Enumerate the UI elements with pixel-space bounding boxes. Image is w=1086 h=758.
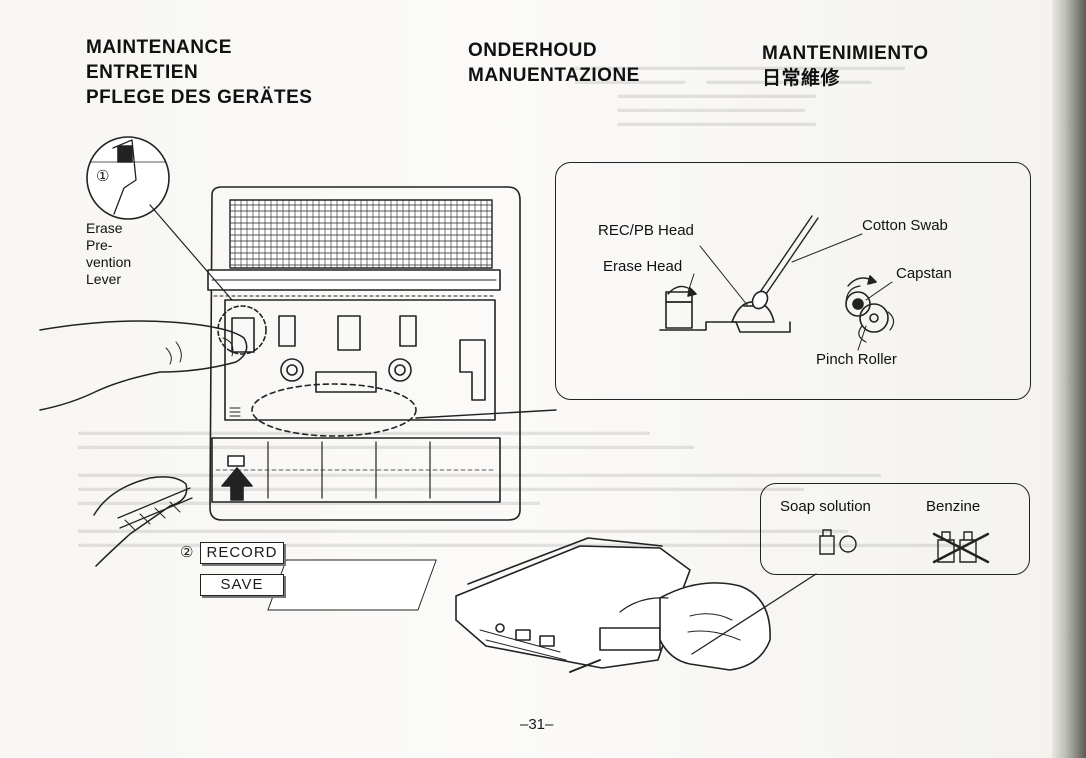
lever-label-line-2: Pre- bbox=[86, 237, 113, 253]
heading-entretien: ENTRETIEN bbox=[86, 62, 199, 83]
save-key-label: SAVE bbox=[200, 574, 284, 596]
cleaning-inset-frame bbox=[760, 483, 1030, 575]
lever-label-line-4: Lever bbox=[86, 271, 122, 287]
capstan-label: Capstan bbox=[896, 265, 952, 282]
erase-head-label: Erase Head bbox=[603, 258, 683, 275]
soap-solution-label: Soap solution bbox=[780, 498, 871, 515]
heading-manuentazione: MANUENTAZIONE bbox=[468, 65, 640, 86]
page-number: –31– bbox=[520, 716, 554, 733]
step-2-marker: ② bbox=[180, 544, 194, 561]
heading-column-3: MANTENIMIENTO 日常維修 bbox=[762, 41, 929, 91]
lever-label-line-3: vention bbox=[86, 254, 132, 270]
heads-inset-drawing bbox=[659, 215, 895, 351]
step-1-marker: ① bbox=[96, 168, 110, 185]
cleaning-inset-drawing bbox=[691, 529, 990, 655]
heading-pflege: PFLEGE DES GERÄTES bbox=[86, 87, 313, 108]
heading-mantenimiento: MANTENIMIENTO bbox=[762, 43, 929, 64]
heading-column-2: ONDERHOUD MANUENTAZIONE bbox=[468, 38, 640, 88]
book-gutter-shadow bbox=[1052, 0, 1086, 758]
cotton-swab-label: Cotton Swab bbox=[862, 217, 948, 234]
benzine-label: Benzine bbox=[926, 498, 981, 515]
lever-label-line-1: Erase bbox=[86, 220, 123, 236]
show-through-texture-2: ▬▬▬▬▬▬▬▬▬▬▬▬▬▬▬▬▬▬▬▬▬▬▬▬▬▬▬▬▬▬▬▬▬▬▬▬▬▬▬▬… bbox=[78, 426, 969, 550]
heading-chinese: 日常維修 bbox=[762, 68, 841, 89]
cassette-recorder-drawing bbox=[207, 186, 557, 521]
lever-label: Erase Pre- vention Lever bbox=[86, 220, 131, 288]
heading-column-1: MAINTENANCE ENTRETIEN PFLEGE DES GERÄTES bbox=[86, 35, 312, 110]
heading-maintenance: MAINTENANCE bbox=[86, 37, 232, 58]
pinch-roller-label: Pinch Roller bbox=[816, 351, 897, 368]
lever-callout bbox=[86, 136, 267, 355]
show-through-texture: ▬▬▬▬▬▬▬▬▬▬▬▬▬▬▬▬▬▬▬▬▬▬▬▬▬▬▬▬▬▬ ▬▬▬▬▬▬▬▬▬… bbox=[575, 61, 905, 129]
heads-inset-frame bbox=[555, 162, 1031, 400]
heading-onderhoud: ONDERHOUD bbox=[468, 40, 598, 61]
small-recorder-drawing bbox=[267, 537, 771, 673]
record-key-label: RECORD bbox=[200, 542, 284, 564]
hand-pressing-lever-drawing bbox=[39, 320, 248, 411]
hand-holding-cord-drawing bbox=[93, 476, 193, 567]
recpb-head-label: REC/PB Head bbox=[598, 222, 694, 239]
